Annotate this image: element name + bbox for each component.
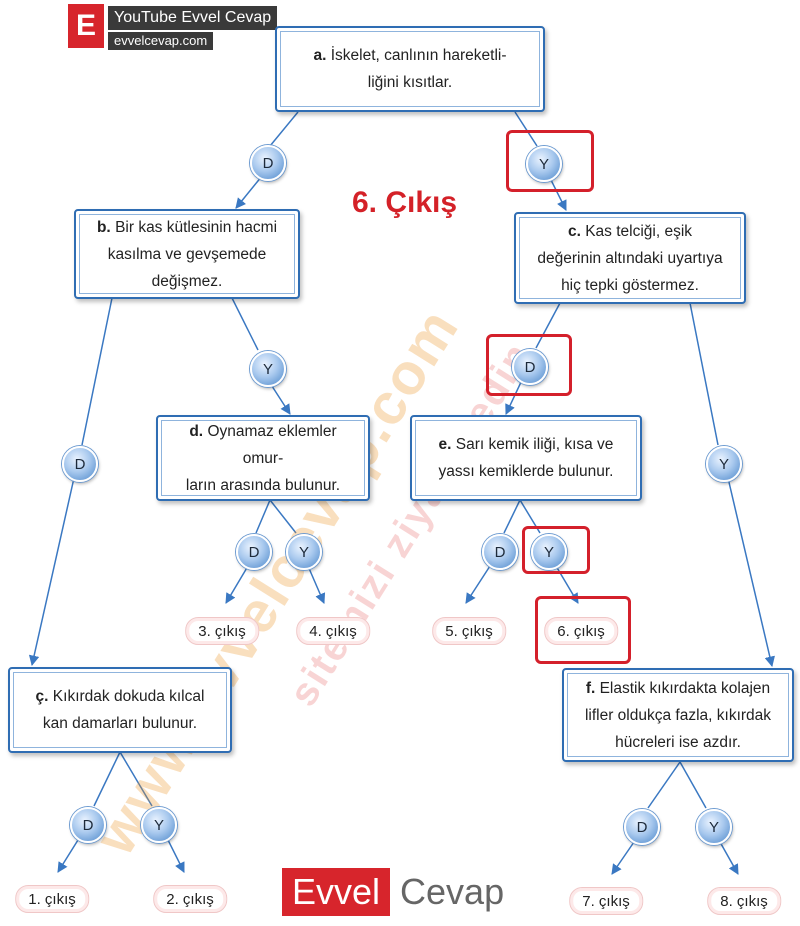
node-b-false: Y: [250, 351, 286, 387]
highlight-exit-6: [535, 596, 631, 664]
node-f-false: Y: [696, 809, 732, 845]
exit-7: 7. çıkış: [569, 887, 643, 915]
edge-c2-y2: [119, 751, 153, 807]
node-a-false: Y: [526, 146, 562, 182]
statement-a: a. İskelet, canlının hareketli-liğini kı…: [275, 26, 545, 112]
edge-b-d: [81, 297, 113, 446]
edge-d-y4: [269, 499, 297, 534]
node-d-true: D: [236, 534, 272, 570]
edge-f-y8: [679, 761, 707, 809]
edge-d-e: [505, 379, 523, 415]
edge-f-d7: [647, 761, 681, 809]
node-c-cedilla-true: D: [70, 807, 106, 843]
brand-word-evvel: Evvel: [282, 868, 391, 916]
brand-url: evvelcevap.com: [108, 32, 214, 50]
exit-6: 6. çıkış: [544, 617, 618, 645]
node-c-true: D: [512, 349, 548, 385]
highlight-node-e-false: [522, 526, 590, 574]
exit-1: 1. çıkış: [15, 885, 89, 913]
edge-c-y: [689, 302, 719, 446]
node-f-true: D: [624, 809, 660, 845]
exit-2: 2. çıkış: [153, 885, 227, 913]
edge-d-d3: [255, 499, 271, 534]
edge-c2-d1: [93, 751, 121, 807]
brand-channel-title: YouTube Evvel Cevap: [108, 6, 278, 30]
edge-e-d5: [503, 499, 521, 534]
node-b-true: D: [62, 446, 98, 482]
node-e-true: D: [482, 534, 518, 570]
edge-d7-ex7: [611, 841, 635, 875]
node-e-false: Y: [531, 534, 567, 570]
brand-word-cevap: Cevap: [400, 871, 505, 912]
result-label: 6. Çıkış: [352, 186, 458, 219]
edge-d-c2: [28, 477, 75, 667]
bottom-brand: Evvel Cevap: [282, 868, 504, 916]
statement-d: d. Oynamaz eklemler omur-ların arasında …: [156, 415, 370, 501]
node-c-false: Y: [706, 446, 742, 482]
edge-d3-ex3: [225, 565, 249, 604]
edge-y-f: [727, 477, 775, 668]
edge-y2-ex2: [167, 839, 185, 873]
edge-d1-ex1: [57, 839, 79, 873]
node-d-false: Y: [286, 534, 322, 570]
edge-a-d: [269, 111, 299, 147]
exit-5: 5. çıkış: [432, 617, 506, 645]
brand-logo-letter: E: [68, 4, 104, 48]
edge-d-b: [235, 175, 263, 209]
edge-y4-ex4: [307, 565, 326, 604]
exit-4: 4. çıkış: [296, 617, 370, 645]
edge-c-d: [535, 302, 561, 349]
exit-8: 8. çıkış: [707, 887, 781, 915]
node-a-true: D: [250, 145, 286, 181]
edge-d5-ex5: [465, 565, 491, 604]
edge-a-y: [514, 111, 538, 147]
highlight-node-c-true: [486, 334, 572, 396]
edge-b-y: [231, 297, 259, 351]
highlight-node-a-false: [506, 130, 594, 192]
edge-y8-ex8: [719, 841, 739, 875]
edge-y-c: [549, 177, 567, 211]
node-c-cedilla-false: Y: [141, 807, 177, 843]
edge-y-d: [269, 382, 291, 415]
exit-3: 3. çıkış: [185, 617, 259, 645]
